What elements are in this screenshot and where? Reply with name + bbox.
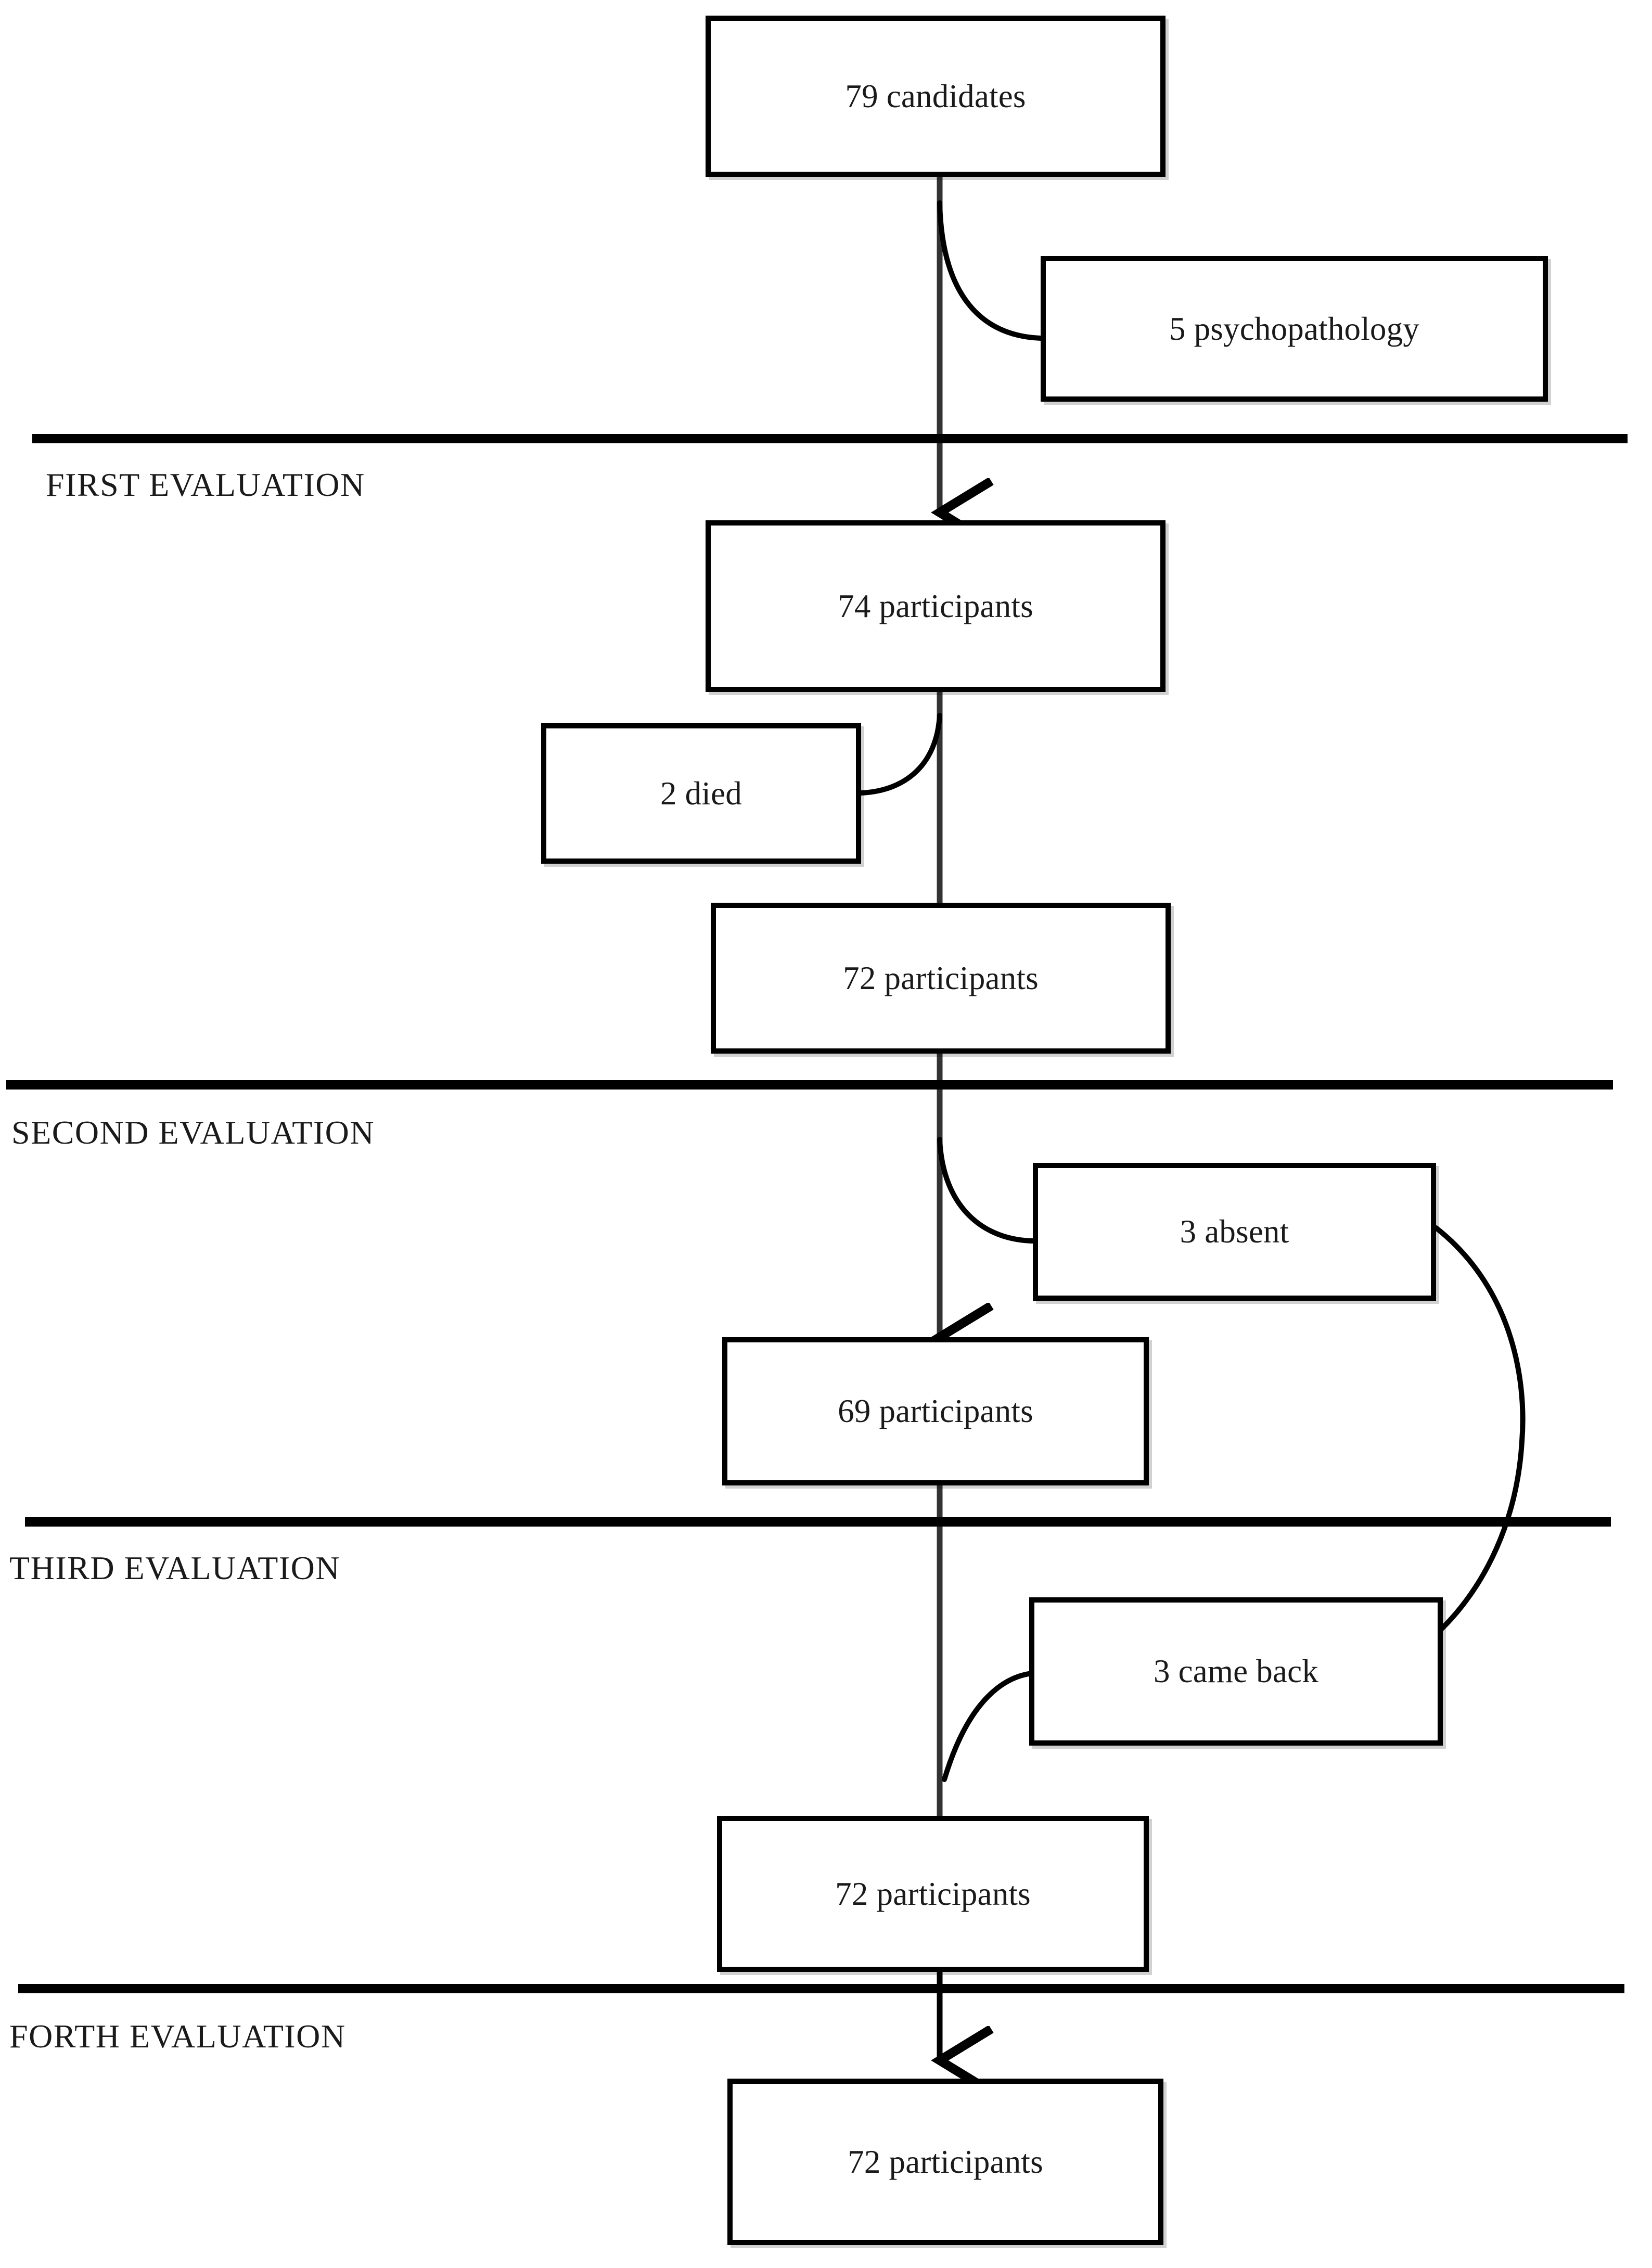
node-candidates[interactable]: 79 candidates [706,16,1166,177]
phase-third-text: THIRD EVALUATION [9,1549,341,1586]
branch-to-absent [937,1137,1038,1244]
branch-absent-to-came-back [1431,1225,1526,1639]
node-candidates-label: 79 candidates [845,78,1026,114]
branch-to-died [859,713,942,796]
node-participants-69[interactable]: 69 participants [722,1337,1149,1485]
phase-label-first: FIRST EVALUATION [46,468,365,502]
node-came-back[interactable]: 3 came back [1029,1597,1443,1746]
node-died[interactable]: 2 died [541,723,861,864]
phase-first-text: FIRST EVALUATION [46,466,365,503]
node-came-back-label: 3 came back [1153,1653,1318,1689]
branch-to-psychopathology [937,200,1043,341]
node-participants-72b-label: 72 participants [835,1875,1031,1912]
node-participants-74[interactable]: 74 participants [706,520,1166,692]
node-absent[interactable]: 3 absent [1033,1163,1436,1301]
node-participants-69-label: 69 participants [838,1393,1033,1429]
phase-forth-text: FORTH EVALUATION [9,2018,346,2055]
branch-came-back-to-spine [942,1670,1043,1782]
node-psychopathology-label: 5 psychopathology [1169,310,1420,347]
phase-label-forth: FORTH EVALUATION [9,2020,346,2053]
node-participants-72-label: 72 participants [843,959,1039,996]
node-absent-label: 3 absent [1180,1213,1289,1250]
node-participants-72c[interactable]: 72 participants [727,2079,1163,2245]
node-psychopathology[interactable]: 5 psychopathology [1041,256,1548,402]
node-participants-72[interactable]: 72 participants [711,903,1171,1054]
node-participants-72c-label: 72 participants [848,2143,1043,2180]
phase-second-text: SECOND EVALUATION [11,1114,375,1151]
node-participants-72b[interactable]: 72 participants [717,1816,1149,1972]
node-participants-74-label: 74 participants [838,587,1033,624]
phase-label-third: THIRD EVALUATION [9,1552,340,1585]
node-died-label: 2 died [660,775,742,812]
phase-label-second: SECOND EVALUATION [11,1116,375,1149]
